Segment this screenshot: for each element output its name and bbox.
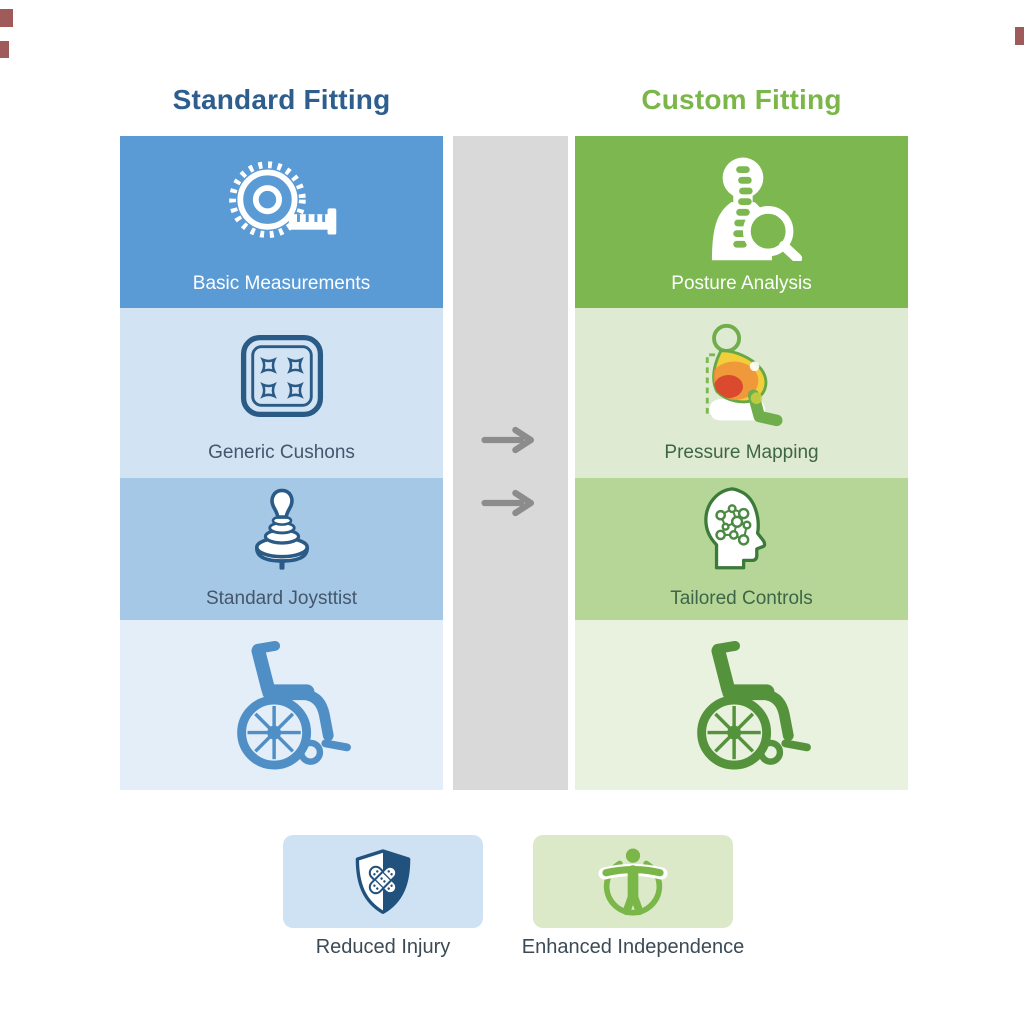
head-network-icon [703,487,766,570]
pressure-mapping-icon [705,323,782,427]
corner-artifact [1015,27,1024,45]
enhanced-independence-badge [533,835,733,928]
reduced-injury-label: Reduced Injury [315,936,451,958]
posture-analysis-icon [711,157,802,261]
shield-bandage-icon [355,848,411,914]
reduced-injury-badge [283,835,483,928]
row-label: Standard Joysttist [205,588,358,609]
measuring-tape-icon [228,161,336,238]
row-custom-wheelchair [575,620,908,790]
row-label: Pressure Mapping [664,442,819,463]
corner-artifact [0,9,13,27]
enhanced-independence-label: Enhanced Independence [521,936,745,958]
joystick-icon [254,488,309,570]
row-pressure-mapping: Pressure Mapping [575,308,908,478]
right-arrow-icon [481,489,535,517]
corner-artifact [0,41,9,58]
row-posture-analysis: Posture Analysis [575,136,908,308]
row-tailored-controls: Tailored Controls [575,478,908,620]
row-label: Generic Cushons [208,442,355,463]
row-label: Posture Analysis [671,273,812,294]
accessibility-icon [598,848,668,915]
row-label: Tailored Controls [670,588,813,609]
cushion-icon [240,334,323,418]
wheelchair-icon [696,640,811,770]
row-generic-cushions: Generic Cushons [120,308,443,478]
custom-fitting-title: Custom Fitting [641,84,842,115]
row-label: Basic Measurements [192,273,371,294]
row-standard-wheelchair [120,620,443,790]
standard-fitting-title: Standard Fitting [172,84,391,115]
row-basic-measurements: Basic Measurements [120,136,443,308]
right-arrow-icon [481,426,535,454]
transition-column [453,136,568,790]
wheelchair-icon [236,640,351,770]
row-standard-joystick: Standard Joysttist [120,478,443,620]
